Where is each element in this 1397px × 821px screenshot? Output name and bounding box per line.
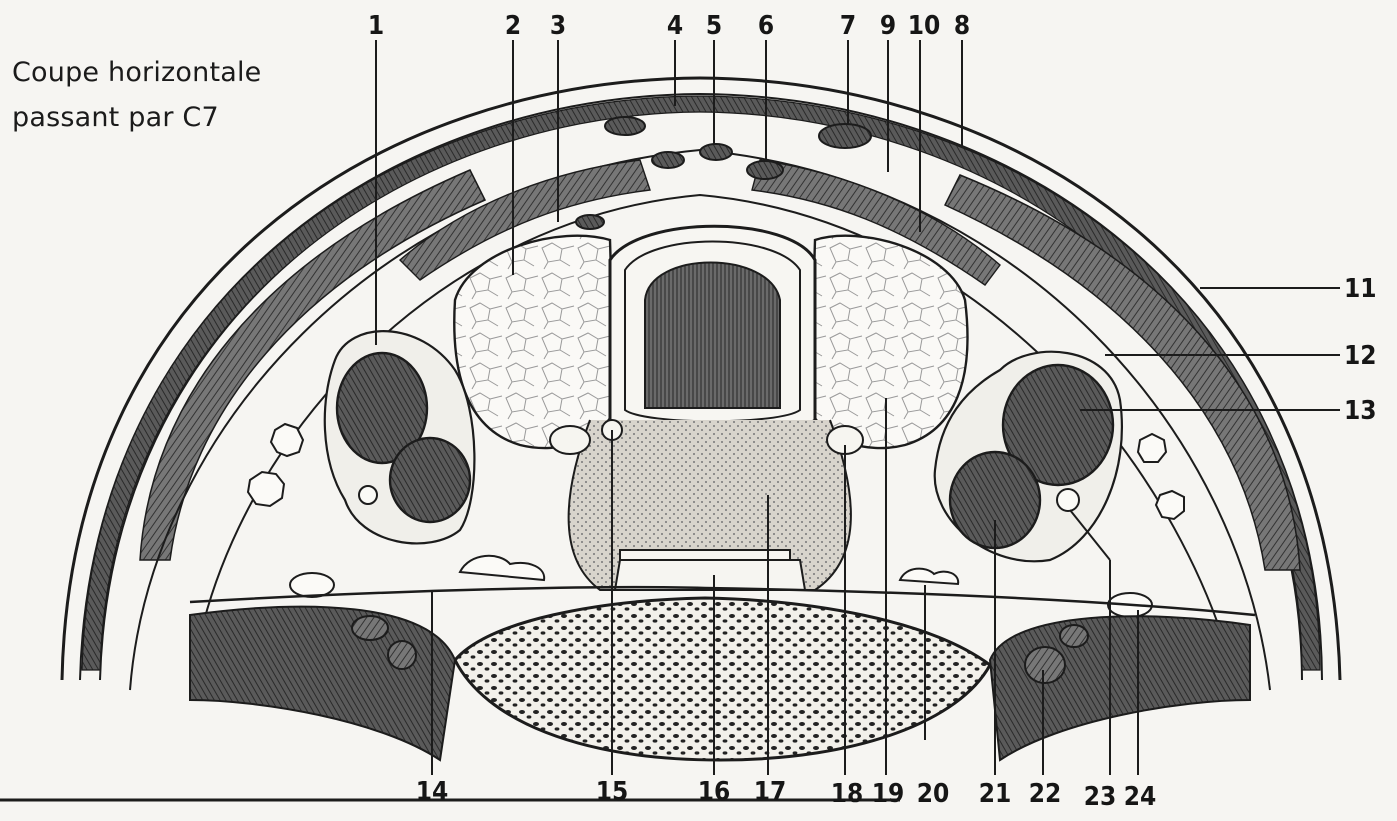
tracheal-lumen bbox=[645, 263, 780, 409]
label-1: 1 bbox=[368, 11, 384, 41]
recurrent-laryngeal-nerve-left bbox=[550, 426, 590, 454]
label-3: 3 bbox=[550, 11, 566, 41]
label-8: 8 bbox=[954, 11, 970, 41]
vagus-nerve-left bbox=[359, 486, 377, 504]
label-15: 15 bbox=[596, 777, 629, 807]
label-11: 11 bbox=[1344, 274, 1377, 304]
label-23: 23 bbox=[1084, 782, 1117, 812]
label-19: 19 bbox=[872, 779, 905, 809]
label-9: 9 bbox=[880, 11, 896, 41]
trachea bbox=[610, 226, 815, 435]
scalene-muscles-left bbox=[190, 607, 455, 760]
label-20: 20 bbox=[917, 779, 950, 809]
vagus-nerve-right bbox=[1057, 489, 1079, 511]
label-2: 2 bbox=[505, 11, 521, 41]
label-16: 16 bbox=[698, 777, 731, 807]
vertebral-body bbox=[455, 598, 990, 760]
label-6: 6 bbox=[758, 11, 774, 41]
label-4: 4 bbox=[667, 11, 683, 41]
label-21: 21 bbox=[979, 779, 1012, 809]
label-14: 14 bbox=[416, 777, 449, 807]
carotid-sheath-left bbox=[325, 331, 475, 543]
label-18: 18 bbox=[831, 779, 864, 809]
scalene-muscles-right bbox=[990, 616, 1250, 760]
label-7: 7 bbox=[840, 11, 856, 41]
thyroid-right-lobe bbox=[810, 236, 968, 448]
label-17: 17 bbox=[754, 777, 787, 807]
common-carotid-artery-left bbox=[390, 438, 470, 522]
label-22: 22 bbox=[1029, 779, 1062, 809]
intervertebral-disc bbox=[615, 560, 805, 590]
label-5: 5 bbox=[706, 11, 722, 41]
label-12: 12 bbox=[1344, 341, 1377, 371]
label-24: 24 bbox=[1124, 782, 1157, 812]
label-13: 13 bbox=[1344, 396, 1377, 426]
thyroid-left-lobe bbox=[454, 236, 615, 448]
label-10: 10 bbox=[908, 11, 941, 41]
